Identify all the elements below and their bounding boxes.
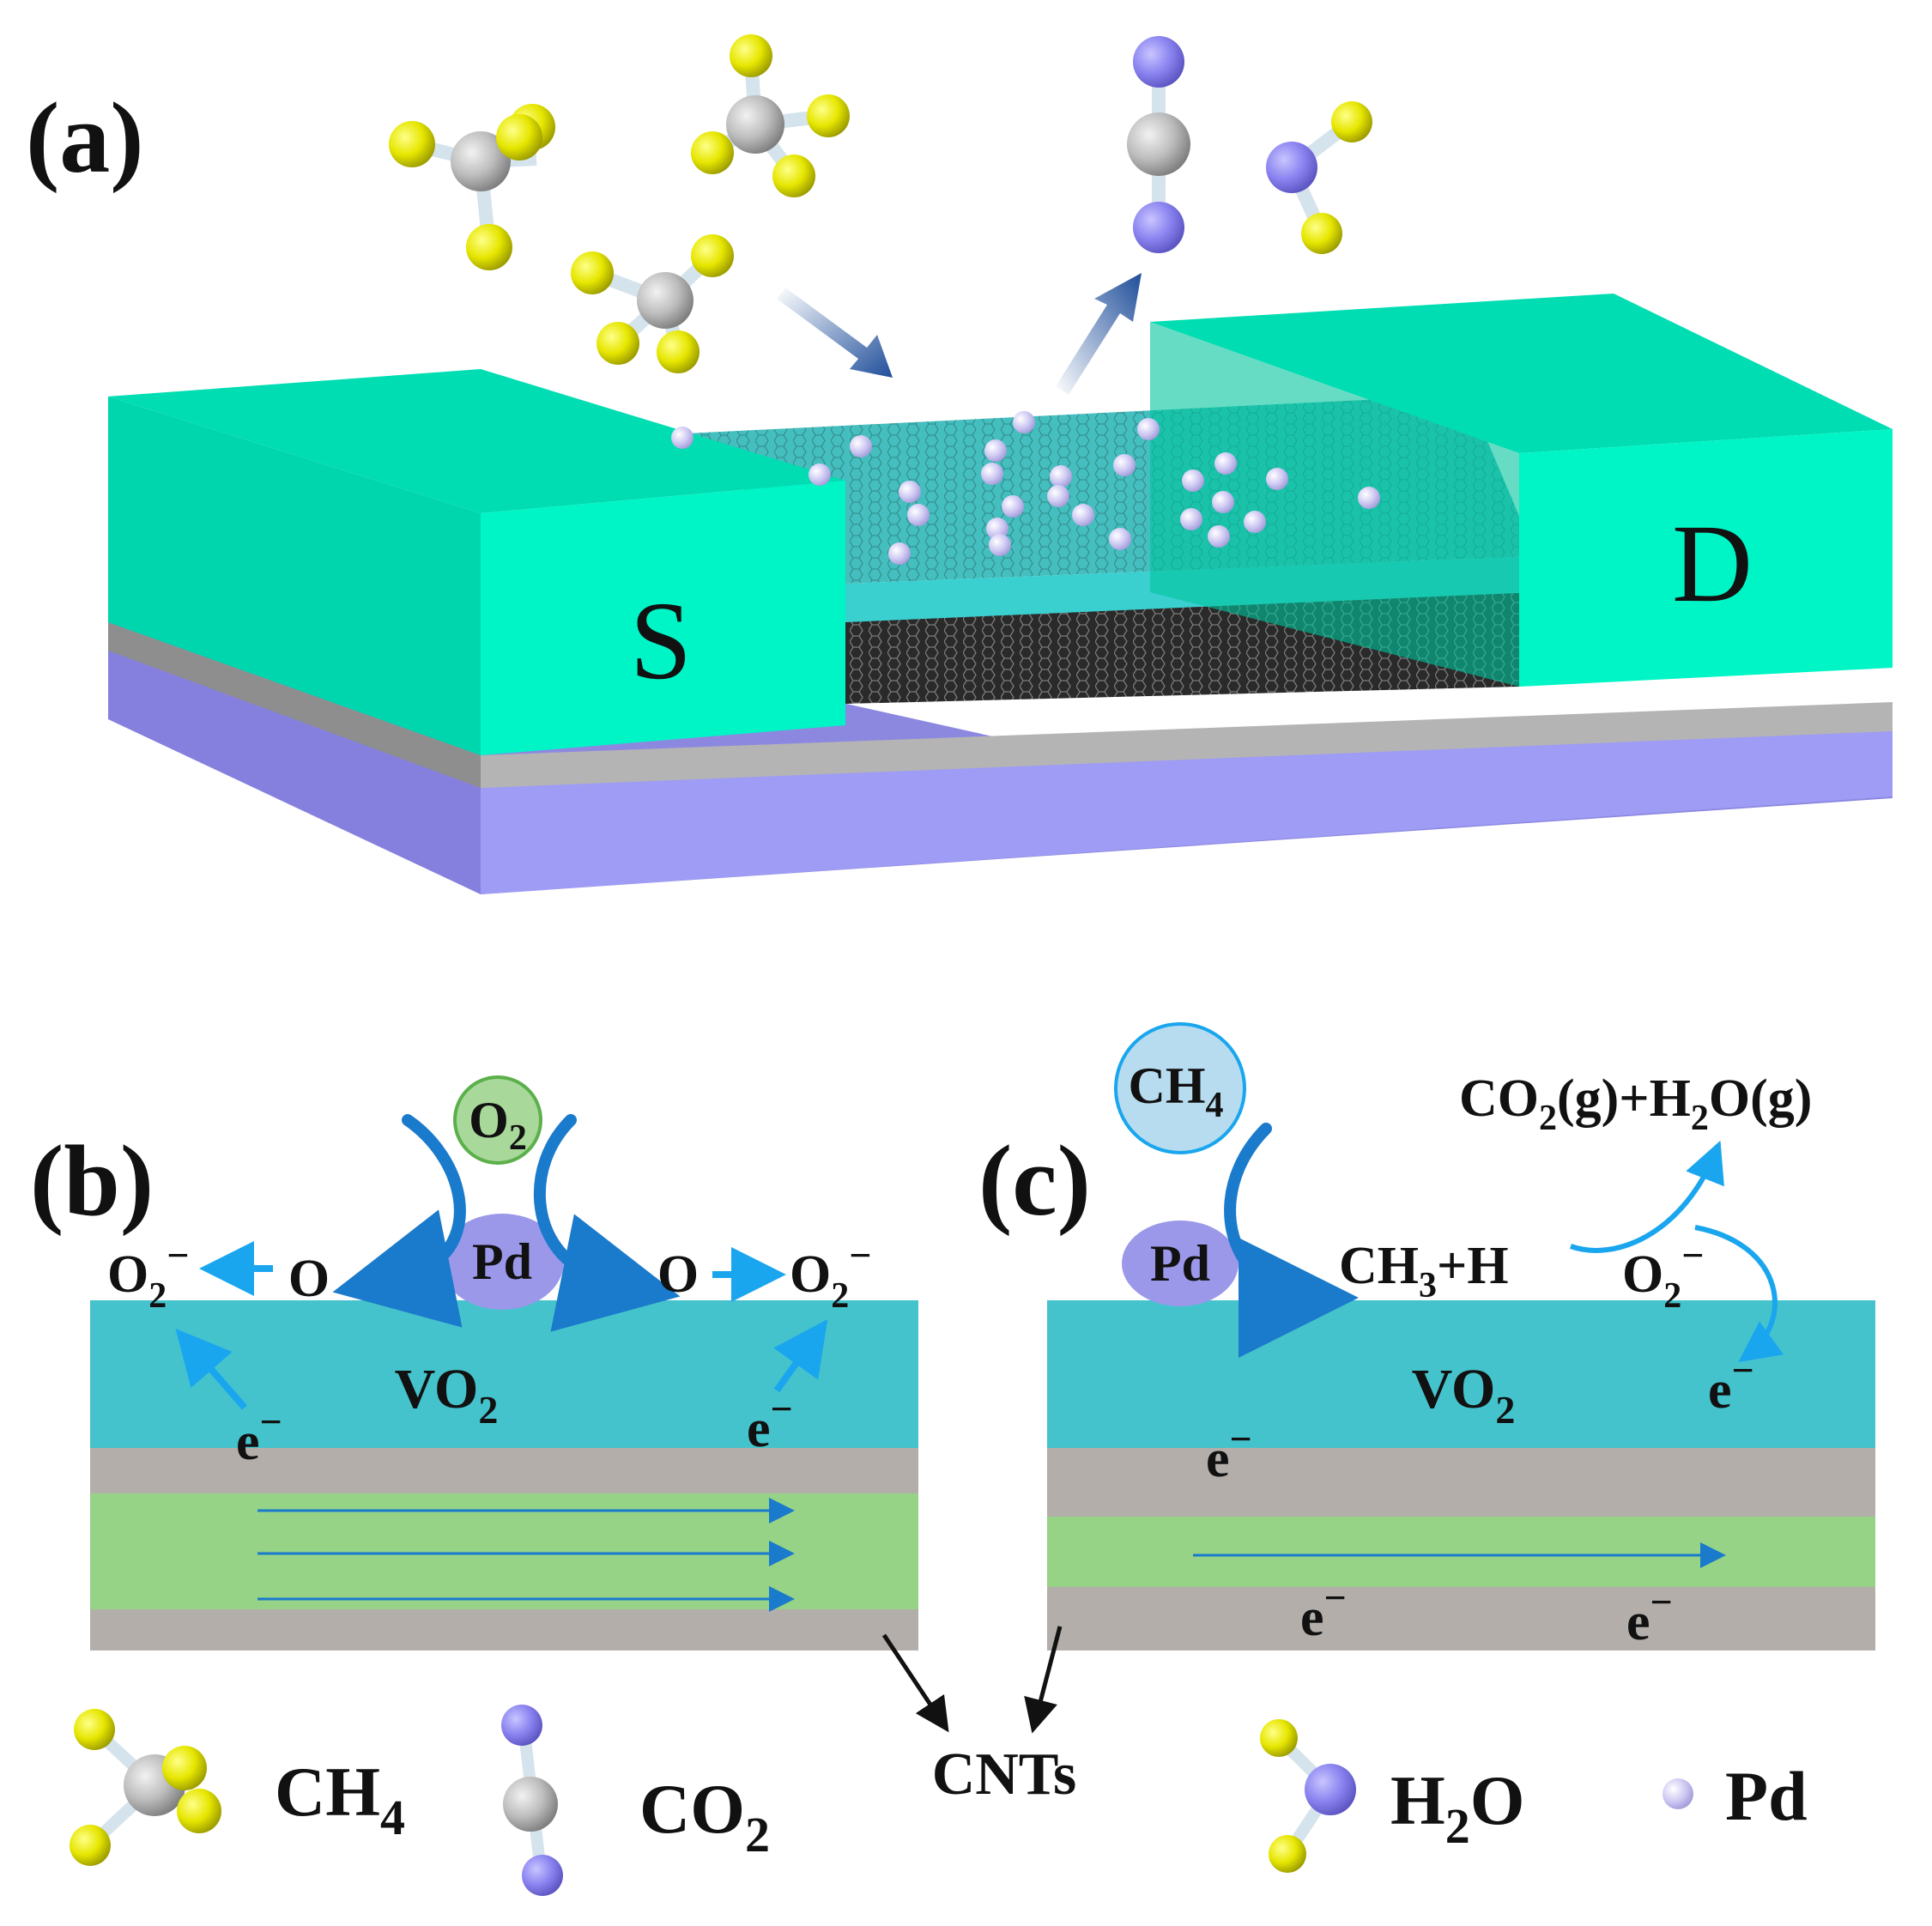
panel-b-mechanism: (b) O2 Pd O O O2− O2− VO2 e− e− xyxy=(30,1075,918,1650)
right-o2minus-label: O2− xyxy=(790,1233,871,1316)
dissociation-arrow-left xyxy=(332,1114,466,1328)
o2minus-label: O2− xyxy=(1622,1233,1704,1316)
electron-label-left: e− xyxy=(236,1400,282,1471)
grey-layer-bottom xyxy=(90,1609,918,1650)
pd-particle-icon xyxy=(1662,1778,1693,1809)
left-o2minus-label: O2− xyxy=(107,1233,189,1316)
drain-label: D xyxy=(1672,502,1753,626)
right-o-label: O xyxy=(657,1245,699,1304)
electron-label-grey: e− xyxy=(1206,1417,1252,1488)
pd-nanoparticles xyxy=(671,411,1380,565)
drain-electrode-side xyxy=(1150,322,1519,687)
h2o-molecule-icon xyxy=(1266,101,1372,254)
ch4-molecule-icon xyxy=(389,104,555,270)
dissociation-arrow-right xyxy=(533,1114,681,1332)
co2-molecule-icon xyxy=(501,1705,563,1896)
oxide-layer-front xyxy=(481,702,1893,788)
ch4-bubble-text: CH4 xyxy=(1129,1057,1224,1125)
ch4-bubble xyxy=(1114,1022,1246,1154)
oxide-layer-side xyxy=(108,622,481,788)
electron-transfer-arrow-right xyxy=(773,1318,828,1393)
vo2-label: VO2 xyxy=(1412,1358,1516,1432)
pd-bubble xyxy=(440,1214,564,1310)
ch4-molecule-icon xyxy=(70,1709,221,1866)
panel-c-label: (c) xyxy=(978,1124,1091,1237)
cnt-layer xyxy=(1047,1517,1875,1587)
drain-electrode-front xyxy=(1519,429,1893,687)
electron-label-surface: e− xyxy=(1708,1348,1754,1420)
substrate-side xyxy=(108,618,481,894)
o2-bubble xyxy=(453,1075,542,1165)
left-o-label: O xyxy=(288,1250,330,1308)
legend: CH4 CO2 H2O Pd xyxy=(70,1705,1808,1896)
cnt-pointer-arrow-right xyxy=(1024,1626,1063,1734)
legend-pd-label: Pd xyxy=(1725,1757,1808,1835)
electron-label-bottom-left: e− xyxy=(1300,1576,1347,1647)
panel-c-mechanism: (c) CH4 Pd CO2(g)+H2O(g) CH3+H O2− VO2 e… xyxy=(978,1022,1875,1651)
products-label: CO2(g)+H2O(g) xyxy=(1459,1069,1812,1138)
vo2-layer xyxy=(1047,1300,1875,1448)
pd-bubble-text: Pd xyxy=(472,1233,532,1290)
methane-dissociation-arrow xyxy=(1224,1123,1359,1358)
source-electrode-top xyxy=(108,369,845,513)
o2-bubble-text: O2 xyxy=(469,1092,527,1158)
gas-out-arrow xyxy=(1056,273,1142,395)
h2o-molecule-icon xyxy=(1260,1719,1356,1873)
legend-h2o-label: H2O xyxy=(1390,1761,1525,1854)
source-label: S xyxy=(630,579,692,703)
panel-a-label: (a) xyxy=(26,82,144,194)
source-electrode-side xyxy=(108,397,481,755)
intermediate-label: CH3+H xyxy=(1339,1237,1509,1305)
pd-bubble-text: Pd xyxy=(1150,1235,1210,1292)
panel-b-label: (b) xyxy=(30,1124,154,1237)
source-electrode-front xyxy=(481,481,845,755)
gas-in-arrow xyxy=(777,288,893,378)
ch4-molecule-icon xyxy=(571,234,734,373)
cnt-label: CNTs xyxy=(932,1741,1077,1808)
cnt-pointer: CNTs xyxy=(881,1626,1077,1808)
electron-label-bottom-right: e− xyxy=(1626,1580,1673,1651)
grey-layer-top xyxy=(90,1448,918,1493)
legend-ch4-label: CH4 xyxy=(275,1753,405,1845)
oxidation-arrow xyxy=(1569,1140,1724,1253)
vo2-label: VO2 xyxy=(395,1358,499,1432)
ch4-molecule-icon xyxy=(691,34,850,197)
panel-a-device: (a) S D xyxy=(26,34,1893,894)
cnt-pointer-arrow-left xyxy=(881,1633,949,1733)
grey-layer-top xyxy=(1047,1448,1875,1517)
current-flow-arrows xyxy=(257,1498,795,1612)
electron-label-right: e− xyxy=(747,1387,793,1458)
electron-release-arrow xyxy=(1694,1225,1784,1363)
electron-transfer-arrow-left xyxy=(175,1328,248,1410)
drain-electrode-top xyxy=(1150,294,1893,453)
co2-molecule-icon xyxy=(1127,36,1190,253)
grey-layer-bottom xyxy=(1047,1587,1875,1650)
legend-co2-label: CO2 xyxy=(639,1770,770,1862)
pd-bubble xyxy=(1122,1220,1239,1306)
